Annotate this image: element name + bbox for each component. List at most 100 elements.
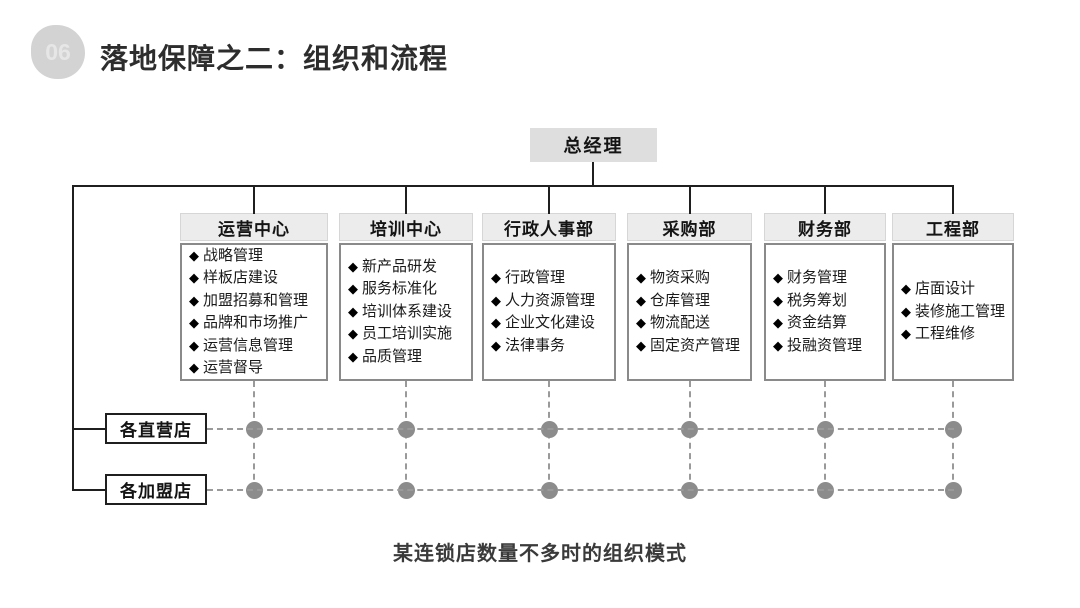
dept-item-label: 样板店建设	[203, 269, 279, 286]
diamond-bullet-icon: ◆	[189, 270, 199, 285]
dept-list: ◆战略管理◆样板店建设◆加盟招募和管理◆品牌和市场推广◆运营信息管理◆运营督导	[180, 243, 328, 381]
dept-item-label: 资金结算	[787, 314, 848, 331]
diamond-bullet-icon: ◆	[901, 303, 911, 319]
connector-line	[548, 185, 550, 214]
dept-list-item: ◆战略管理	[189, 245, 322, 268]
dept-list-item: ◆工程维修	[901, 323, 1008, 346]
dept-header: 培训中心	[339, 213, 473, 241]
dept-item-label: 装修施工管理	[915, 302, 1006, 320]
dept-item-label: 店面设计	[915, 280, 976, 298]
dept-item-label: 行政管理	[505, 269, 566, 286]
dept-list-item: ◆ 财务管理	[773, 267, 880, 290]
diamond-bullet-icon: ◆	[901, 326, 911, 342]
diamond-bullet-icon: ◆	[491, 292, 501, 308]
diamond-bullet-icon: ◆	[636, 292, 646, 308]
dept-list-item: ◆员工培训实施	[348, 323, 467, 346]
dept-item-label: 员工培训实施	[362, 325, 453, 343]
dept-header: 工程部	[892, 213, 1014, 241]
dept-item-label: 投融资管理	[787, 336, 863, 354]
dept-column: 财务部 ◆财务管理◆税务筹划◆资金结算◆投融资管理	[764, 213, 886, 381]
diamond-bullet-icon: ◆	[773, 270, 783, 285]
dept-list-item: ◆投融资管理	[773, 335, 880, 358]
diamond-bullet-icon: ◆	[636, 315, 646, 330]
slide-number-badge: 06	[31, 25, 85, 79]
dept-list-item: ◆ 企业文化建设	[491, 312, 610, 335]
dept-item-label: 人力资源管理	[505, 291, 596, 309]
diamond-bullet-icon: ◆	[348, 303, 358, 319]
diamond-bullet-icon: ◆	[901, 281, 911, 297]
dept-item-label: 企业文化建设	[505, 314, 596, 331]
connector-line	[72, 185, 954, 187]
dept-header: 财务部	[764, 213, 886, 241]
dept-header: 运营中心	[180, 213, 328, 241]
connector-line	[688, 185, 691, 214]
dept-item-label: 仓库管理	[650, 291, 711, 309]
dept-list-item: ◆运营信息管理	[189, 335, 322, 358]
connector-line	[824, 185, 826, 214]
dept-list-item: ◆仓库管理	[636, 290, 746, 313]
connector-line	[592, 162, 594, 186]
dept-list-item: ◆ 物流配送	[636, 312, 746, 335]
dashed-line-franchise-stores	[207, 489, 954, 491]
dept-column: 运营中心 ◆战略管理◆样板店建设◆加盟招募和管理◆品牌和市场推广◆运营信息管理◆…	[180, 213, 328, 381]
dept-item-label: 品质管理	[362, 347, 423, 365]
dept-list-item: ◆品质管理	[348, 346, 467, 369]
store-box-direct-label: 各直营店	[120, 421, 192, 440]
diamond-bullet-icon: ◆	[189, 247, 199, 263]
general-manager-label: 总经理	[563, 136, 624, 156]
diamond-bullet-icon: ◆	[348, 258, 358, 274]
diamond-bullet-icon: ◆	[773, 337, 783, 353]
dept-list-item: ◆固定资产管理	[636, 335, 746, 358]
dept-list: ◆新产品研发◆服务标准化◆培训体系建设◆员工培训实施◆品质管理	[339, 243, 473, 381]
diamond-bullet-icon: ◆	[636, 337, 646, 353]
dept-list-item: ◆新产品研发	[348, 256, 467, 279]
dept-list-item: ◆装修施工管理	[901, 301, 1008, 324]
connector-line	[253, 185, 255, 214]
diamond-bullet-icon: ◆	[348, 326, 358, 342]
dept-item-label: 运营督导	[203, 359, 264, 376]
connector-line	[405, 185, 407, 214]
diamond-bullet-icon: ◆	[491, 315, 501, 330]
diamond-bullet-icon: ◆	[189, 360, 199, 375]
dept-item-label: 新产品研发	[362, 257, 438, 275]
diamond-bullet-icon: ◆	[636, 270, 646, 285]
dept-list: ◆物资采购◆仓库管理◆物流配送◆固定资产管理	[627, 243, 752, 381]
dept-column: 工程部 ◆店面设计◆装修施工管理◆工程维修	[892, 213, 1014, 381]
dept-list-item: ◆ 样板店建设	[189, 267, 322, 290]
diamond-bullet-icon: ◆	[189, 292, 199, 308]
diamond-bullet-icon: ◆	[189, 337, 199, 353]
connector-line	[952, 185, 954, 214]
dept-list-item: ◆人力资源管理	[491, 290, 610, 313]
dept-item-label: 固定资产管理	[650, 336, 741, 354]
dept-list-item: ◆ 运营督导	[189, 357, 322, 380]
diamond-bullet-icon: ◆	[491, 270, 501, 285]
store-box-franchise-label: 各加盟店	[120, 482, 192, 501]
store-box-franchise: 各加盟店	[105, 474, 207, 505]
diamond-bullet-icon: ◆	[348, 281, 358, 297]
dept-list-item: ◆法律事务	[491, 335, 610, 358]
dept-header: 采购部	[627, 213, 752, 241]
dept-item-label: 培训体系建设	[362, 302, 453, 320]
dept-item-label: 战略管理	[203, 246, 264, 264]
dept-item-label: 物资采购	[650, 269, 711, 286]
diamond-bullet-icon: ◆	[491, 337, 501, 353]
dept-column: 采购部 ◆物资采购◆仓库管理◆物流配送◆固定资产管理	[627, 213, 752, 381]
slide-number: 06	[45, 38, 71, 65]
page-title: 落地保障之二：组织和流程	[100, 43, 449, 74]
dept-list-item: ◆税务筹划	[773, 290, 880, 313]
diamond-bullet-icon: ◆	[773, 292, 783, 308]
dept-item-label: 服务标准化	[362, 280, 438, 298]
connector-line	[72, 489, 106, 491]
dept-list-item: ◆培训体系建设	[348, 301, 467, 324]
dept-item-label: 财务管理	[787, 269, 848, 286]
dept-column: 培训中心 ◆新产品研发◆服务标准化◆培训体系建设◆员工培训实施◆品质管理	[339, 213, 473, 381]
dept-item-label: 品牌和市场推广	[203, 314, 309, 331]
dept-item-label: 法律事务	[505, 336, 566, 354]
general-manager-box: 总经理	[530, 128, 657, 162]
store-box-direct: 各直营店	[105, 413, 207, 444]
dashed-line-direct-stores	[207, 428, 954, 430]
dept-item-label: 物流配送	[650, 314, 711, 331]
chart-caption: 某连锁店数量不多时的组织模式	[393, 543, 687, 565]
dept-list-item: ◆店面设计	[901, 278, 1008, 301]
